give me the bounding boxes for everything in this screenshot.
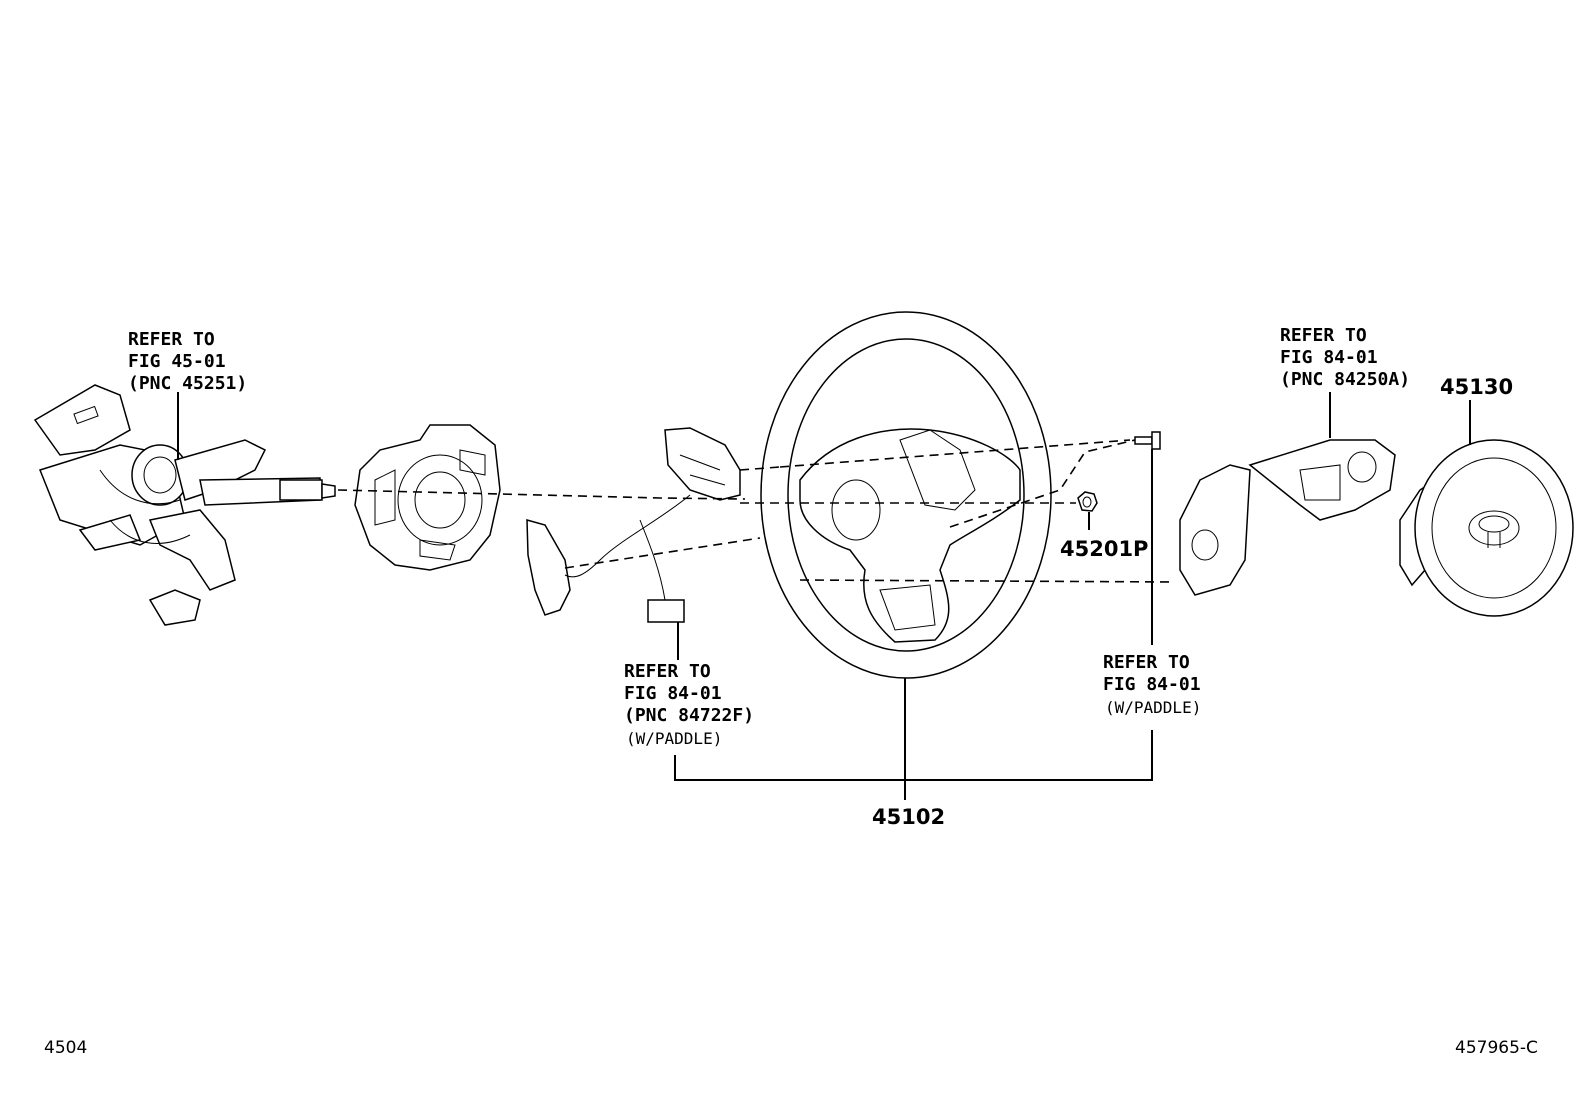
switch-ref-line-2: FIG 84-01 [1280, 347, 1378, 368]
steering-wheel-drawing [760, 311, 1052, 679]
paddle-left-reference-label: REFER TO FIG 84-01 (PNC 84722F) (W/PADDL… [624, 661, 754, 748]
paddle-left-ref-line-3: (PNC 84722F) [624, 705, 754, 726]
leader-lines [177, 392, 1471, 800]
part-number-nut: 45201P [1060, 537, 1148, 561]
footer-drawing-code: 457965-C [1455, 1038, 1538, 1058]
paddle-switch-drawing [526, 427, 741, 623]
paddle-right-ref-line-2: FIG 84-01 [1103, 674, 1201, 695]
switch-ref-line-1: REFER TO [1280, 325, 1367, 346]
alignment-lines [337, 439, 1176, 583]
paddle-right-reference-label: REFER TO FIG 84-01 (W/PADDLE) [1103, 652, 1201, 717]
part-number-wheel: 45102 [872, 805, 945, 829]
column-ref-line-2: FIG 45-01 [128, 351, 226, 372]
paddle-left-ref-line-4: (W/PADDLE) [626, 729, 722, 748]
paddle-right-ref-line-3: (W/PADDLE) [1105, 698, 1201, 717]
column-reference-label: REFER TO FIG 45-01 (PNC 45251) [128, 329, 247, 394]
paddle-right-ref-line-1: REFER TO [1103, 652, 1190, 673]
column-ref-line-1: REFER TO [128, 329, 215, 350]
steering-column-drawing [33, 384, 336, 626]
footer-figure-number: 4504 [44, 1038, 87, 1058]
part-number-pad: 45130 [1440, 375, 1513, 399]
paddle-left-ref-line-1: REFER TO [624, 661, 711, 682]
switch-ref-line-3: (PNC 84250A) [1280, 369, 1410, 390]
screw-drawing [1134, 431, 1161, 450]
nut-drawing [1077, 491, 1098, 512]
switch-reference-label: REFER TO FIG 84-01 (PNC 84250A) [1280, 325, 1410, 390]
paddle-left-ref-line-2: FIG 84-01 [624, 683, 722, 704]
horn-pad-drawing [1399, 439, 1574, 617]
column-ref-line-3: (PNC 45251) [128, 373, 247, 394]
spiral-cable-drawing [354, 424, 501, 571]
steering-switch-drawing [1179, 439, 1396, 596]
